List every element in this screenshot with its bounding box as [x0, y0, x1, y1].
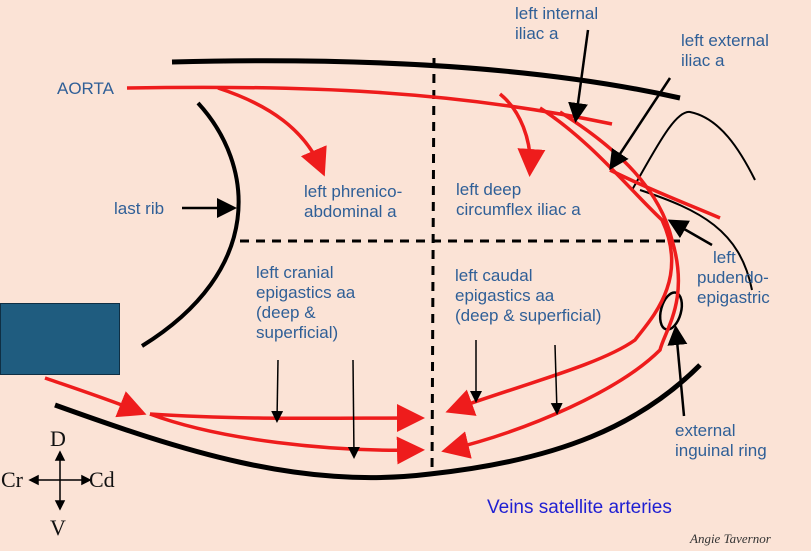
inguinal-ring-pointer	[667, 325, 688, 417]
dashed-vertical	[430, 57, 436, 476]
last-rib-label: last rib	[114, 199, 165, 218]
left-deep-circumflex-iliac-label: left deep circumflex iliac a	[456, 180, 581, 219]
cranial-epigastric-pointer-1	[271, 359, 284, 423]
hindlimb-outline	[631, 111, 756, 291]
cranial-epigastric-lower	[149, 412, 425, 465]
last-rib-curve	[140, 101, 241, 348]
left-caudal-epigastrics-label: left caudal epigastics aa (deep & superf…	[455, 266, 602, 325]
left-external-iliac-label: left external iliac a	[681, 31, 769, 70]
cranial-epigastric-entry	[44, 376, 147, 418]
compass-dorsal: D	[50, 426, 66, 451]
left-pudendo-epigastric-label: left pudendo- epigastric	[697, 248, 770, 307]
cranial-epigastric-pointer-2	[347, 359, 360, 459]
pudendo-epigastric-pointer	[667, 219, 713, 247]
external-inguinal-ring-label: external inguinal ring	[675, 421, 767, 460]
pudendo-epigastric-branch	[609, 168, 721, 220]
author-signature: Angie Tavernor	[690, 531, 771, 546]
cranial-epigastric-upper	[149, 404, 425, 433]
veins-satellite-note: Veins satellite arteries	[487, 497, 672, 518]
left-cranial-epigastrics-label: left cranial epigastics aa (deep & super…	[256, 263, 356, 342]
compass-caudal: Cd	[89, 467, 115, 492]
compass-cranial: Cr	[1, 467, 23, 492]
left-phrenico-abdominal-label: left phrenico- abdominal a	[304, 182, 403, 221]
phrenico-abdominal-branch	[217, 86, 327, 177]
external-iliac-branch	[445, 106, 674, 416]
aorta-label: AORTA	[57, 79, 114, 98]
dark-blue-block	[0, 303, 120, 375]
compass-ventral: V	[50, 515, 66, 540]
internal-iliac-pointer	[568, 29, 590, 123]
caudal-epigastric-pointer-2	[550, 344, 563, 415]
orientation-compass	[28, 450, 92, 511]
external-iliac-pointer	[609, 77, 672, 171]
deep-circumflex-branch	[498, 92, 546, 177]
ventral-body-wall	[54, 363, 702, 481]
left-internal-iliac-label: left internal iliac a	[515, 4, 599, 43]
dorsal-body-wall	[171, 58, 681, 101]
